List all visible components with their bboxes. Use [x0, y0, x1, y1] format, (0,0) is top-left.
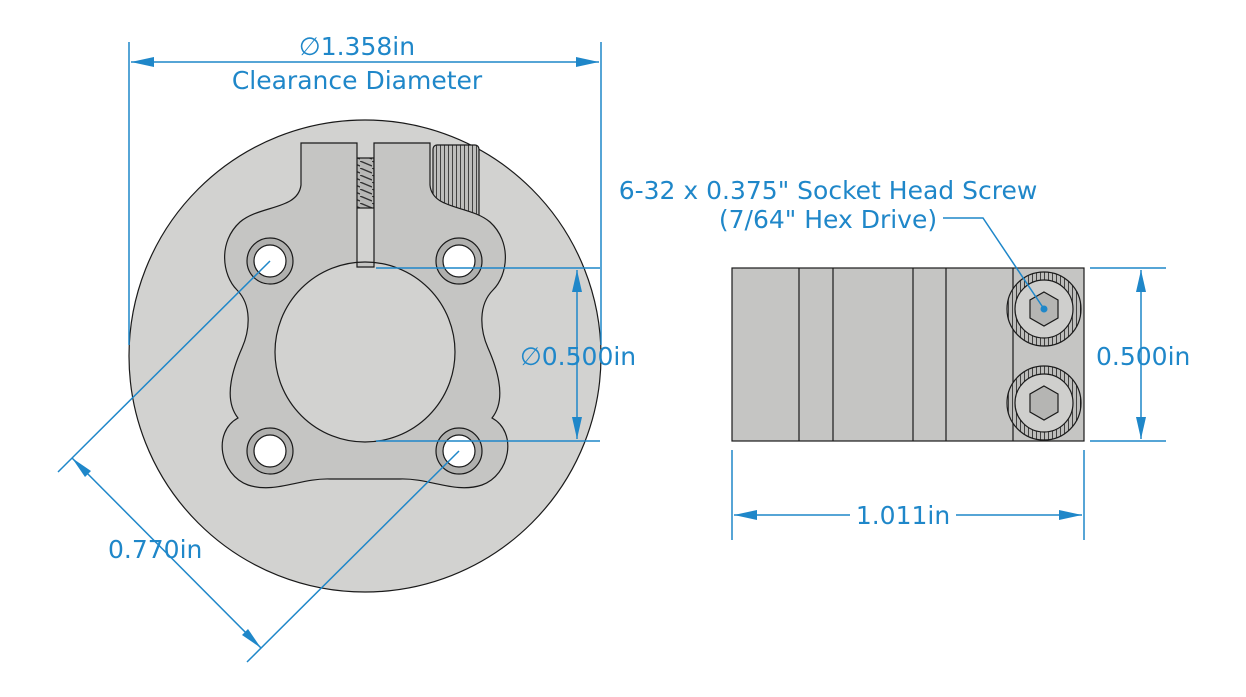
screw-callout: 6-32 x 0.375" Socket Head Screw (7/64" H… — [619, 176, 1048, 313]
clearance-diameter-label: Clearance Diameter — [232, 66, 483, 95]
socket-head-screw-icon — [1006, 365, 1082, 441]
diameter-symbol-icon: ∅ — [520, 342, 542, 371]
clearance-diameter-dimension: ∅1.358in Clearance Diameter — [128, 32, 602, 345]
bore-diameter-value: 0.500in — [542, 342, 636, 371]
svg-text:∅0.500in: ∅0.500in — [520, 342, 636, 371]
side-view — [731, 267, 1085, 442]
diameter-symbol-icon: ∅ — [299, 32, 321, 61]
mounting-hole-bottom-left — [246, 427, 294, 475]
clamp-body — [221, 142, 509, 489]
screw-callout-line1: 6-32 x 0.375" Socket Head Screw — [619, 176, 1038, 205]
side-length-value: 1.011in — [856, 501, 950, 530]
side-length-dimension: 1.011in — [731, 450, 1085, 540]
side-height-dimension: 0.500in — [1090, 267, 1190, 442]
front-view — [128, 119, 602, 593]
bore-diameter-dimension: ∅0.500in — [376, 267, 636, 442]
side-height-value: 0.500in — [1096, 342, 1190, 371]
mounting-hole-top-right — [435, 237, 483, 285]
screw-callout-line2: (7/64" Hex Drive) — [719, 205, 937, 234]
bolt-spacing-dimension: 0.770in — [57, 260, 460, 663]
clearance-diameter-value: 1.358in — [321, 32, 415, 61]
bolt-spacing-value: 0.770in — [108, 535, 202, 564]
svg-text:∅1.358in: ∅1.358in — [299, 32, 415, 61]
